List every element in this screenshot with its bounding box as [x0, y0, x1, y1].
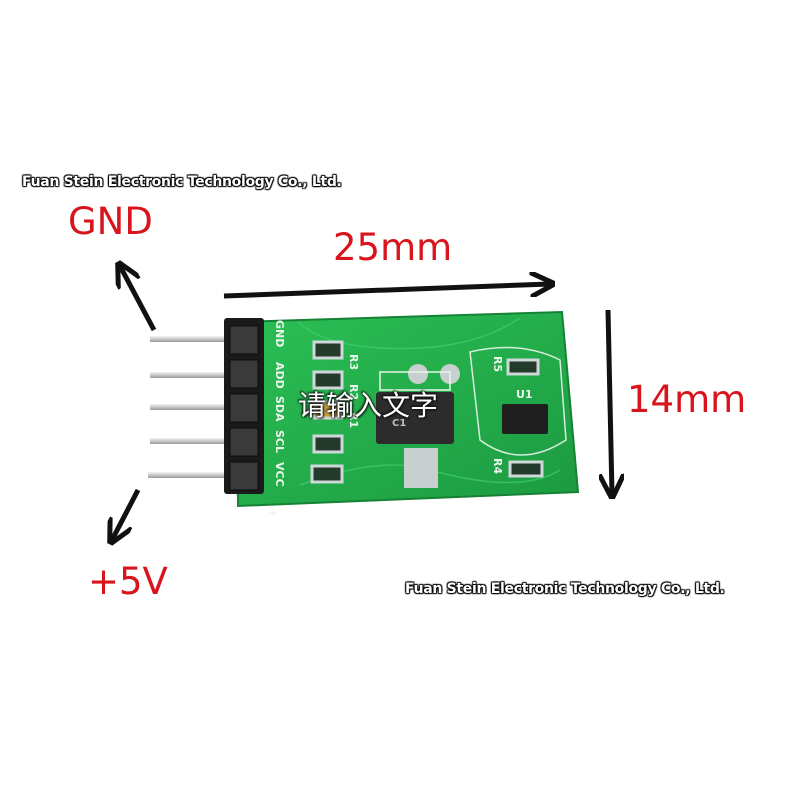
capacitor-2: [310, 464, 344, 484]
height-arrow: [608, 309, 612, 494]
header-socket-3: [229, 393, 259, 423]
resistor-r3: [312, 340, 344, 360]
silk-r4: R4: [491, 458, 504, 474]
gnd-arrow: [120, 266, 157, 332]
gnd-label: GND: [68, 200, 153, 243]
smd-resistors: [310, 340, 344, 484]
pin-2: [150, 372, 230, 378]
silk-u1: U1: [516, 388, 533, 401]
header-socket-4: [229, 427, 259, 457]
silk-pin-scl: SCL: [273, 430, 286, 453]
text-placeholder-watermark: 请输入文字: [298, 389, 439, 422]
vcc-arrow: [112, 488, 141, 540]
regulator-tab: [404, 448, 438, 488]
pin-3: [150, 404, 230, 410]
silk-pin-sda: SDA: [273, 396, 286, 422]
silk-plus: +: [267, 508, 280, 517]
vcc-label: +5V: [88, 560, 168, 603]
resistor-r4: [508, 460, 544, 478]
via-pad-1: [408, 364, 428, 384]
header-socket-2: [229, 359, 259, 389]
height-dimension-label: 14mm: [627, 378, 747, 421]
width-arrow: [223, 284, 550, 299]
pin-5: [148, 472, 228, 478]
capacitor-1: [312, 434, 344, 454]
silk-pin-add: ADD: [273, 362, 286, 389]
silk-pin-gnd: GND: [273, 320, 286, 347]
width-dimension-label: 25mm: [333, 226, 453, 269]
resistor-r1: [312, 400, 344, 420]
silk-r5: R5: [491, 356, 504, 372]
silk-pin-vcc: VCC: [273, 462, 286, 487]
pin-4: [150, 438, 230, 444]
silk-r1: R1: [347, 412, 360, 428]
header-pins: [148, 336, 230, 478]
header-socket-5: [229, 461, 259, 491]
silk-r2: R2: [347, 384, 360, 400]
silk-r3: R3: [347, 354, 360, 370]
resistor-r5: [506, 358, 540, 376]
regulator-chip: [376, 392, 454, 444]
company-watermark-top: Fuan Stein Electronic Technology Co., Lt…: [22, 174, 342, 190]
resistor-r2: [312, 370, 344, 390]
pin-1: [150, 336, 230, 342]
ic-u1: [502, 404, 548, 434]
header-socket-1: [229, 325, 259, 355]
silk-c1: C1: [392, 418, 406, 429]
company-watermark-bottom: Fuan Stein Electronic Technology Co., Lt…: [405, 581, 725, 597]
